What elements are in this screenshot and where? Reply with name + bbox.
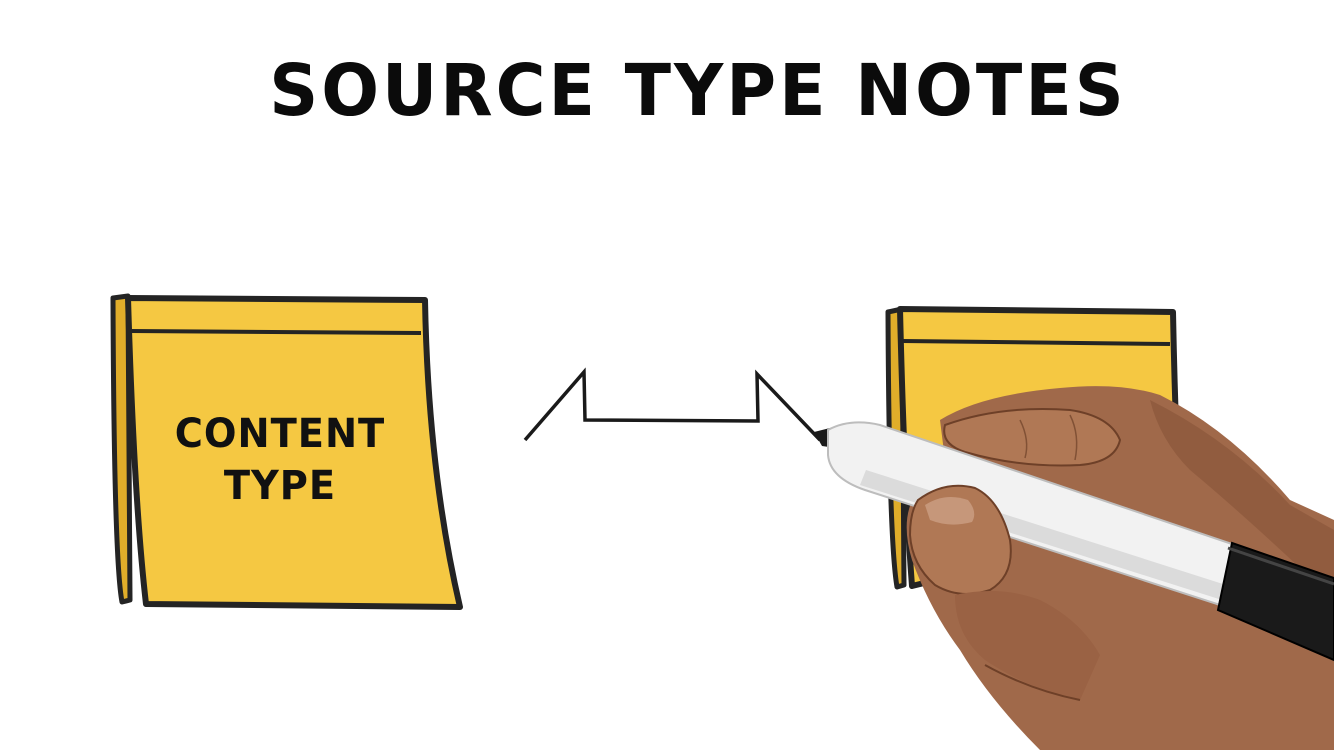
sticky-note-label-line1: CONTENT (174, 411, 386, 457)
page-title: SOURCE TYPE NOTES (269, 50, 1127, 133)
sticky-note-label: CONTENT TYPE (136, 408, 424, 512)
sticky-note-label-line2: TYPE (223, 463, 337, 509)
